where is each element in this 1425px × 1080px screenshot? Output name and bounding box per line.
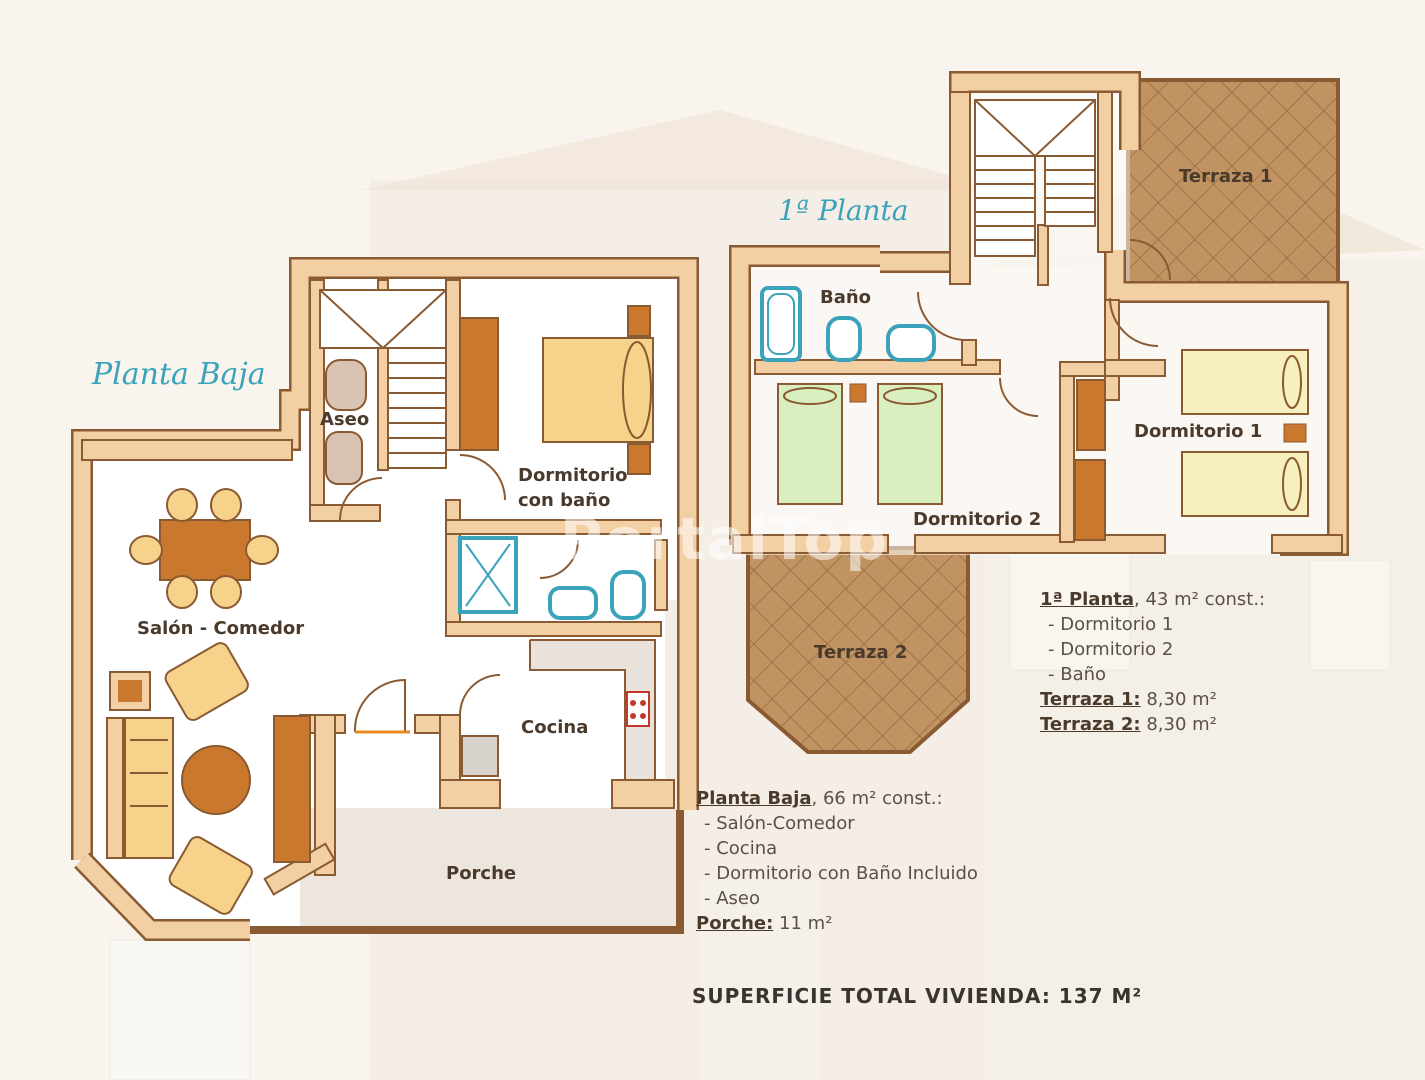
ground-floor-summary-head: Planta Baja	[696, 788, 812, 809]
sink-icon	[325, 431, 363, 485]
terraza-1-head: Terraza 1:	[1040, 689, 1141, 710]
porche-area: 11 m²	[773, 913, 833, 934]
wardrobe	[459, 317, 499, 451]
ground-floor-plan: Planta Baja Aseo Dormitorio con baño Sal…	[71, 257, 699, 941]
toilet-icon	[610, 570, 646, 620]
room-label-terraza-1: Terraza 1	[1179, 166, 1272, 187]
porche-head: Porche:	[696, 913, 774, 934]
watermark: PortalTop	[560, 505, 889, 573]
terraza-2-head: Terraza 2:	[1040, 714, 1141, 735]
stairs-first	[974, 99, 1096, 257]
toilet-icon	[325, 359, 367, 411]
armchair	[168, 836, 253, 915]
room-label-bano: Baño	[820, 287, 871, 308]
sink-icon	[548, 586, 598, 620]
terraza-1-area: 8,30 m²	[1140, 689, 1217, 710]
total-area: SUPERFICIE TOTAL VIVIENDA: 137 M²	[692, 984, 1143, 1008]
room-label-porche: Porche	[446, 863, 516, 884]
coffee-table	[181, 745, 251, 815]
ground-floor-summary: Planta Baja, 66 m² const.: - Salón-Comed…	[696, 786, 978, 936]
bathtub-icon	[760, 286, 802, 362]
porche-floor	[300, 808, 680, 932]
ground-floor-area: , 66 m² const.:	[811, 788, 943, 809]
list-item: - Salón-Comedor	[704, 813, 855, 834]
terraza-2-area: 8,30 m²	[1140, 714, 1217, 735]
tv-cabinet	[273, 715, 311, 863]
first-floor-area: , 43 m² const.:	[1134, 589, 1266, 610]
room-label-dormitorio-2: Dormitorio 2	[913, 509, 1041, 530]
stairs-ground	[319, 289, 447, 469]
terraza-1-floor	[1126, 78, 1340, 287]
room-label-salon: Salón - Comedor	[137, 618, 304, 639]
room-label-dormitorio-bano-1: Dormitorio	[518, 465, 628, 486]
list-item: - Aseo	[704, 888, 760, 909]
room-label-aseo: Aseo	[320, 409, 369, 430]
stove-icon	[626, 691, 650, 727]
first-floor-summary: 1ª Planta, 43 m² const.: - Dormitorio 1 …	[1040, 587, 1265, 737]
armchair	[164, 642, 249, 721]
ground-floor-title: Planta Baja	[91, 357, 266, 392]
room-label-terraza-2: Terraza 2	[814, 642, 907, 663]
list-item: - Baño	[1048, 664, 1107, 685]
sink-icon	[886, 324, 936, 362]
first-floor-title: 1ª Planta	[778, 194, 908, 227]
sofa	[124, 717, 174, 859]
toilet-icon	[826, 316, 862, 362]
list-item: - Dormitorio 2	[1048, 639, 1174, 660]
room-label-cocina: Cocina	[521, 717, 588, 738]
room-label-dormitorio-1: Dormitorio 1	[1134, 421, 1262, 442]
first-floor-summary-head: 1ª Planta	[1040, 589, 1135, 610]
first-floor-plan: 1ª Planta Baño Dormitorio 1 Dormitorio 2…	[729, 71, 1349, 754]
list-item: - Cocina	[704, 838, 778, 859]
list-item: - Dormitorio 1	[1048, 614, 1174, 635]
room-label-dormitorio-bano-2: con baño	[518, 490, 610, 511]
dining-table	[129, 488, 279, 609]
list-item: - Dormitorio con Baño Incluido	[704, 863, 978, 884]
